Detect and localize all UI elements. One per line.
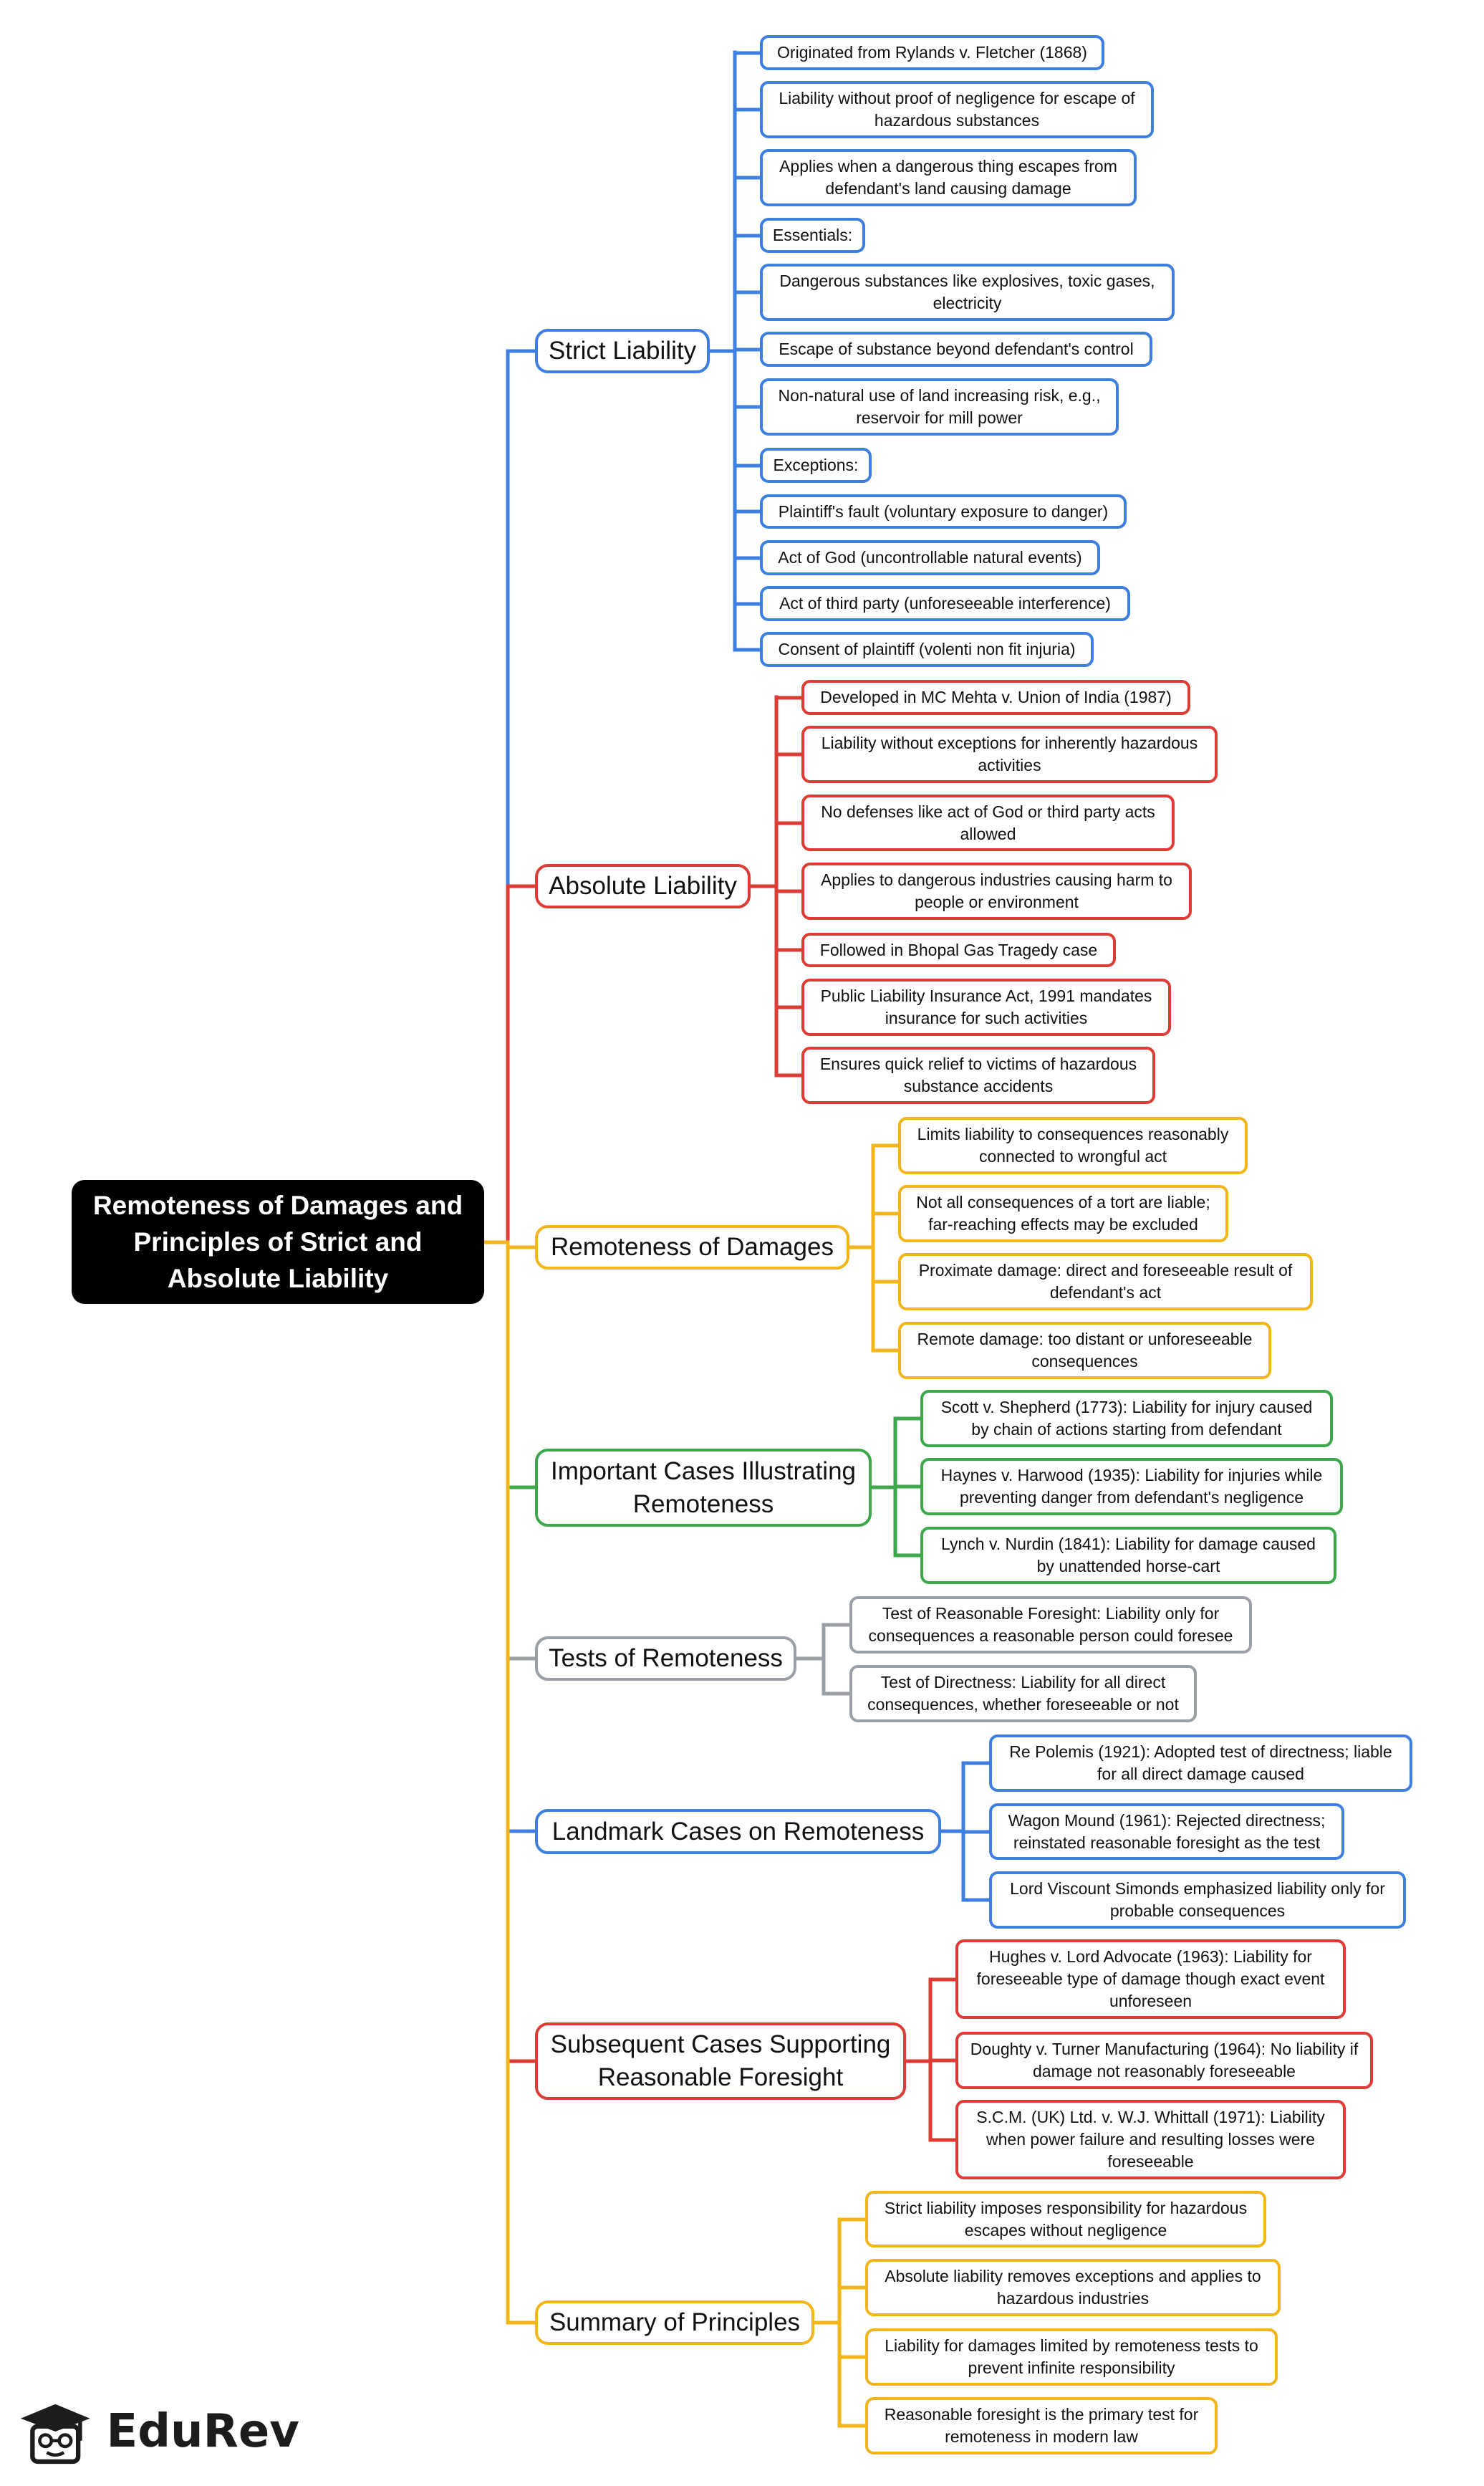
leaf-node: Proximate damage: direct and foreseeable… bbox=[898, 1253, 1313, 1310]
leaf-node: S.C.M. (UK) Ltd. v. W.J. Whittall (1971)… bbox=[955, 2100, 1346, 2179]
leaf-node: Scott v. Shepherd (1773): Liability for … bbox=[920, 1390, 1333, 1447]
leaf-node: Doughty v. Turner Manufacturing (1964): … bbox=[955, 2032, 1373, 2089]
root-topic: Remoteness of Damages and Principles of … bbox=[72, 1180, 484, 1304]
leaf-node: Act of third party (unforeseeable interf… bbox=[760, 586, 1130, 621]
branch-node: Absolute Liability bbox=[535, 864, 751, 908]
leaf-node: Reasonable foresight is the primary test… bbox=[865, 2397, 1218, 2454]
leaf-node: Non-natural use of land increasing risk,… bbox=[760, 378, 1119, 436]
leaf-node: Liability without proof of negligence fo… bbox=[760, 81, 1154, 138]
edurev-logo: EduRev bbox=[13, 2394, 299, 2469]
leaf-node: Developed in MC Mehta v. Union of India … bbox=[801, 680, 1190, 715]
branch-node: Important Cases Illustrating Remoteness bbox=[535, 1449, 872, 1527]
leaf-node: Ensures quick relief to victims of hazar… bbox=[801, 1047, 1155, 1104]
leaf-node: Exceptions: bbox=[760, 448, 872, 483]
leaf-node: Test of Directness: Liability for all di… bbox=[849, 1665, 1197, 1722]
graduation-cap-face-icon bbox=[20, 2404, 90, 2465]
leaf-node: Plaintiff's fault (voluntary exposure to… bbox=[760, 494, 1127, 529]
leaf-node: Act of God (uncontrollable natural event… bbox=[760, 540, 1100, 575]
leaf-node: Followed in Bhopal Gas Tragedy case bbox=[801, 933, 1116, 967]
leaf-node: Remote damage: too distant or unforeseea… bbox=[898, 1322, 1271, 1379]
leaf-node: Strict liability imposes responsibility … bbox=[865, 2191, 1266, 2247]
leaf-node: Wagon Mound (1961): Rejected directness;… bbox=[989, 1803, 1344, 1860]
leaf-node: Lynch v. Nurdin (1841): Liability for da… bbox=[920, 1527, 1336, 1584]
leaf-node: Test of Reasonable Foresight: Liability … bbox=[849, 1596, 1252, 1654]
leaf-node: Dangerous substances like explosives, to… bbox=[760, 264, 1175, 321]
leaf-node: Applies when a dangerous thing escapes f… bbox=[760, 149, 1137, 206]
leaf-node: Re Polemis (1921): Adopted test of direc… bbox=[989, 1734, 1412, 1792]
logo-text: EduRev bbox=[106, 2405, 300, 2458]
leaf-node: Liability for damages limited by remoten… bbox=[865, 2328, 1278, 2386]
leaf-node: Public Liability Insurance Act, 1991 man… bbox=[801, 979, 1171, 1036]
leaf-node: Lord Viscount Simonds emphasized liabili… bbox=[989, 1871, 1406, 1929]
branch-node: Strict Liability bbox=[535, 329, 710, 373]
leaf-node: Hughes v. Lord Advocate (1963): Liabilit… bbox=[955, 1939, 1346, 2019]
leaf-node: Limits liability to consequences reasona… bbox=[898, 1117, 1248, 1174]
branch-node: Tests of Remoteness bbox=[535, 1636, 796, 1681]
leaf-node: Escape of substance beyond defendant's c… bbox=[760, 332, 1152, 367]
leaf-node: Essentials: bbox=[760, 218, 865, 253]
leaf-node: Absolute liability removes exceptions an… bbox=[865, 2259, 1281, 2316]
leaf-node: Liability without exceptions for inheren… bbox=[801, 726, 1218, 783]
branch-node: Subsequent Cases Supporting Reasonable F… bbox=[535, 2022, 906, 2100]
leaf-node: No defenses like act of God or third par… bbox=[801, 795, 1175, 851]
leaf-node: Haynes v. Harwood (1935): Liability for … bbox=[920, 1458, 1343, 1515]
leaf-node: Not all consequences of a tort are liabl… bbox=[898, 1185, 1228, 1242]
branch-node: Remoteness of Damages bbox=[535, 1225, 849, 1270]
leaf-node: Originated from Rylands v. Fletcher (186… bbox=[760, 35, 1104, 70]
leaf-node: Applies to dangerous industries causing … bbox=[801, 863, 1192, 920]
branch-node: Summary of Principles bbox=[535, 2300, 814, 2345]
leaf-node: Consent of plaintiff (volenti non fit in… bbox=[760, 632, 1094, 667]
branch-node: Landmark Cases on Remoteness bbox=[535, 1809, 941, 1854]
